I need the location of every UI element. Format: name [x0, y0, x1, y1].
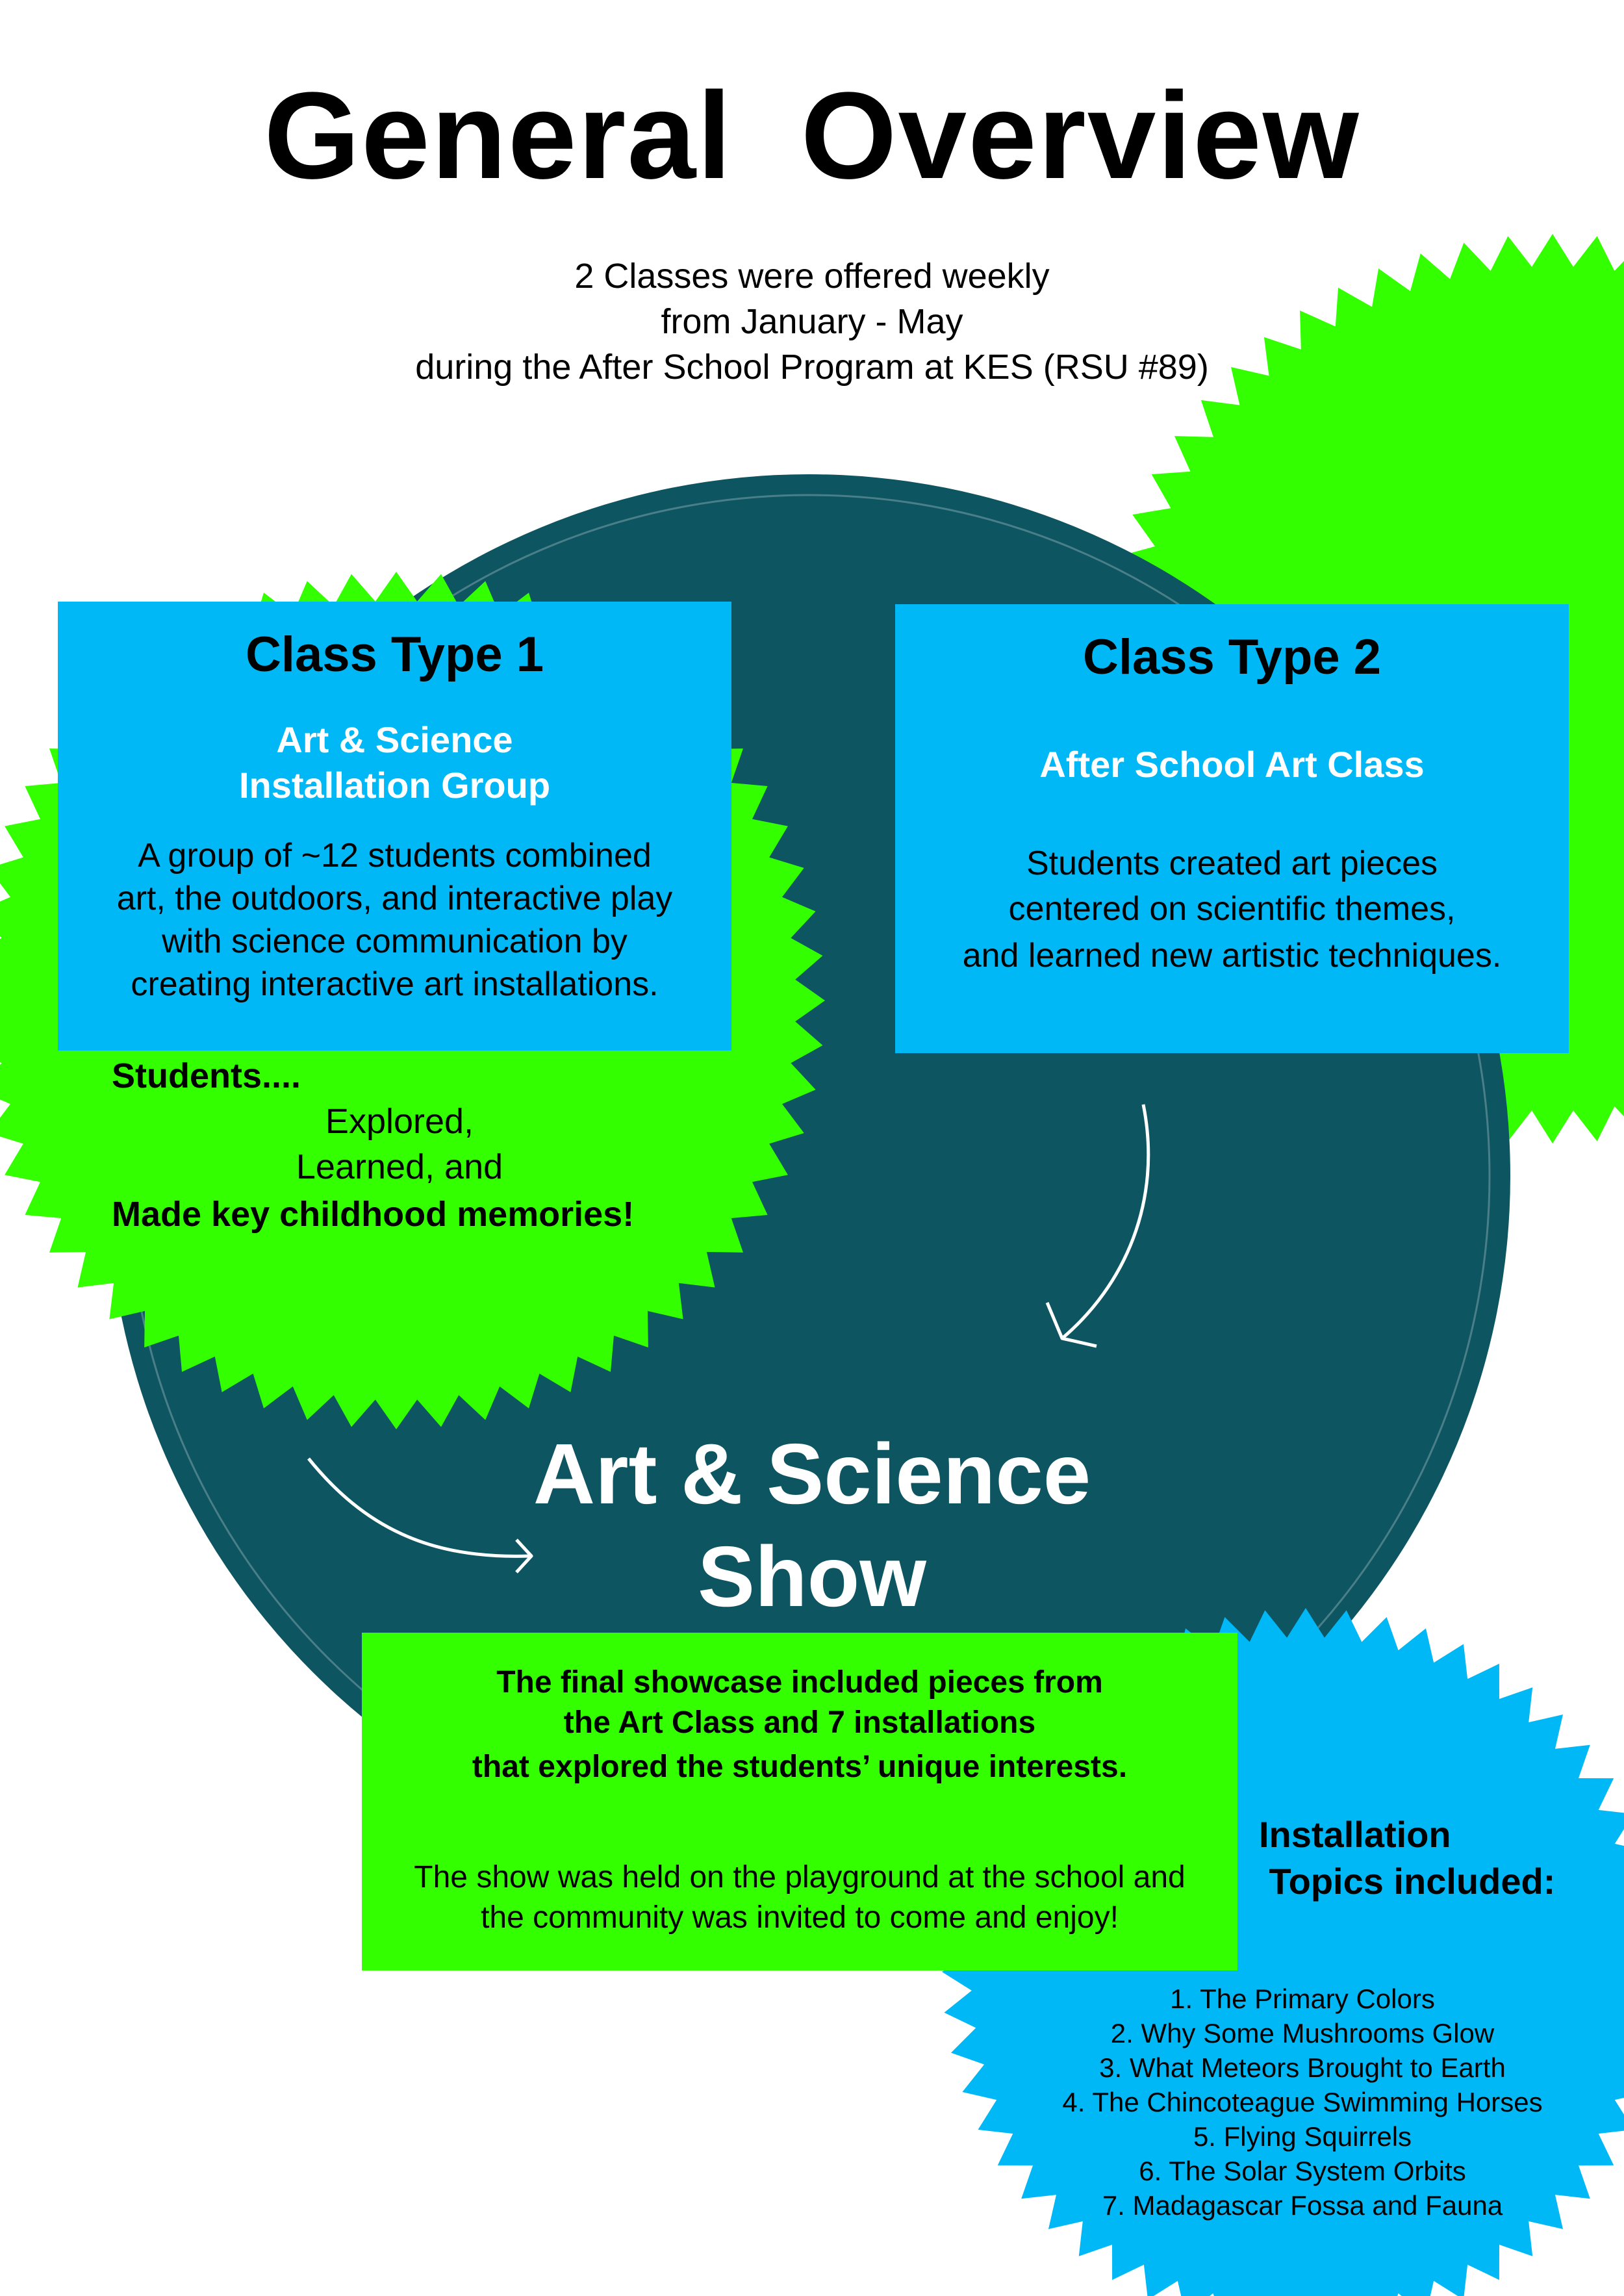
arrow-class2-to-show — [1061, 1104, 1150, 1340]
topic-item: 1. The Primary Colors — [1170, 1983, 1435, 2014]
class-type-2-body-line-3: and learned new artistic techniques. — [962, 937, 1502, 975]
show-description-card: The final showcase included pieces from … — [362, 1633, 1237, 1971]
class-type-1-body-line-1: A group of ~12 students combined — [138, 837, 652, 874]
class-type-1-body-line-3: with science communication by — [162, 923, 628, 960]
show-title: Art & Science Show — [390, 1423, 1234, 1628]
class-type-2-card: Class Type 2 After School Art Class Stud… — [895, 604, 1569, 1053]
topic-item: 5. Flying Squirrels — [1193, 2121, 1412, 2152]
class-type-2-subheading: After School Art Class — [1039, 744, 1425, 785]
subtitle: 2 Classes were offered weekly from Janua… — [0, 253, 1624, 390]
subtitle-line-3: during the After School Program at KES (… — [415, 348, 1209, 387]
arrow-class1-to-show — [307, 1457, 530, 1558]
students-lead: Students.... — [112, 1056, 301, 1095]
topics-heading-line-2: Topics included: — [1259, 1861, 1556, 1902]
topic-item: 6. The Solar System Orbits — [1139, 2156, 1466, 2186]
topic-item: 2. Why Some Mushrooms Glow — [1110, 2018, 1495, 2048]
topic-item: 4. The Chincoteague Swimming Horses — [1062, 2087, 1543, 2117]
subtitle-line-1: 2 Classes were offered weekly — [574, 257, 1050, 296]
topics-heading: Installation Topics included: — [1259, 1811, 1555, 1905]
page-title: General Overview — [264, 67, 1360, 205]
class-type-1-body-line-4: creating interactive art installations. — [131, 965, 659, 1003]
topics-list: 1. The Primary Colors 2. Why Some Mushro… — [987, 1982, 1618, 2223]
class-type-1-card: Class Type 1 Art & Science Installation … — [58, 602, 731, 1051]
subtitle-line-2: from January - May — [661, 302, 963, 341]
topic-item: 3. What Meteors Brought to Earth — [1099, 2052, 1506, 2083]
arrow-class2-head — [1045, 1302, 1097, 1348]
class-type-1-subheading-line-2: Installation Group — [238, 765, 551, 806]
show-plain-line-1: The show was held on the playground at t… — [414, 1860, 1186, 1894]
show-bold-line-2: the Art Class and 7 installations — [563, 1705, 1036, 1740]
students-line-2: Learned, and — [296, 1147, 503, 1186]
class-type-1-subheading-line-1: Art & Science — [276, 719, 513, 760]
show-bold-line-3: that explored the students’ unique inter… — [472, 1750, 1128, 1784]
show-plain-line-2: the community was invited to come and en… — [481, 1900, 1119, 1935]
class-type-1-body-line-2: art, the outdoors, and interactive play — [116, 880, 673, 917]
students-line-1: Explored, — [325, 1102, 474, 1141]
students-last-line: Made key childhood memories! — [112, 1195, 635, 1234]
topic-item: 7. Madagascar Fossa and Fauna — [1102, 2190, 1503, 2221]
class-type-2-body-line-1: Students created art pieces — [1026, 845, 1438, 882]
arrow-class1-head — [515, 1538, 533, 1574]
show-title-line-2: Show — [698, 1529, 926, 1624]
class-type-1-heading: Class Type 1 — [245, 627, 544, 682]
class-type-2-heading: Class Type 2 — [1082, 630, 1382, 685]
show-bold-line-1: The final showcase included pieces from — [496, 1665, 1103, 1700]
show-title-line-1: Art & Science — [533, 1426, 1091, 1522]
class-type-2-body-line-2: centered on scientific themes, — [1008, 890, 1456, 928]
topics-heading-line-1: Installation — [1259, 1814, 1451, 1855]
